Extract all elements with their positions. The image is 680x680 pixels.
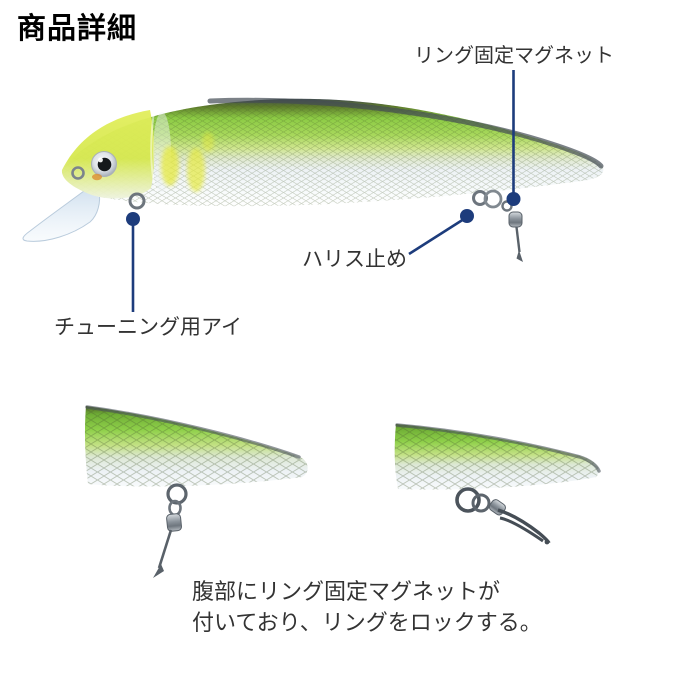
closeup-left-pin (157, 529, 173, 569)
closeup-left-swivel (153, 483, 188, 578)
callout-dot-tuning-eye (126, 212, 140, 226)
callout-dot-ring-magnet (506, 192, 521, 206)
closeup-left-photo (84, 405, 308, 578)
closeup-right-locked-ring (455, 487, 551, 545)
closeup-right-photo (394, 423, 601, 545)
closeup-left-swivel-body (166, 513, 183, 532)
lure-eye (91, 151, 117, 181)
closeup-right-texture (394, 424, 599, 490)
closeup-right-snap-tip (544, 539, 550, 545)
label-ring-magnet: リング固定マグネット (414, 45, 614, 67)
lure-yellow-spots (161, 132, 214, 192)
belly-eyelet-ring (472, 190, 488, 206)
closeup-right-snap-wire-1 (497, 508, 551, 544)
swivel-pin (515, 226, 521, 253)
swivel-body (508, 211, 523, 228)
closeup-left-eyelet (166, 483, 188, 505)
lure-chin-patch (92, 173, 102, 181)
callouts (126, 70, 521, 312)
closeup-right-back-stripe (395, 423, 601, 473)
nose-eyelet-ring (71, 166, 85, 180)
lure-lip (22, 185, 101, 242)
closeup-left-pin-tip (153, 564, 164, 578)
callout-line-harisu (408, 217, 465, 256)
label-tuning-eye: チューニング用アイ (54, 316, 242, 339)
split-ring (483, 189, 503, 209)
closeup-left-back-stripe (85, 405, 301, 459)
swivel-pin-tip (516, 250, 523, 262)
closeup-right-snap-wire-2 (499, 516, 544, 543)
lure-photo (22, 97, 604, 262)
closeup-right-eyelet (471, 493, 491, 513)
closeup-left-texture (84, 406, 308, 487)
belly-swivel-hardware (472, 189, 523, 262)
lure-back-stripe (207, 97, 604, 169)
caption-line-2: 付いており、リングをロックする。 (192, 610, 542, 635)
tuning-eye-ring (128, 192, 146, 210)
lure-head-seam (150, 110, 157, 192)
page-title: 商品詳細 (17, 13, 138, 45)
caption-line-1: 腹部にリング固定マグネットが (192, 579, 501, 604)
caption: 腹部にリング固定マグネットが 付いており、リングをロックする。 (192, 576, 542, 638)
label-harisu-dome: ハリス止め (302, 248, 407, 271)
closeup-right-ring (455, 487, 481, 513)
callout-dot-harisu (460, 209, 474, 223)
lure-eye-highlight (98, 157, 103, 163)
